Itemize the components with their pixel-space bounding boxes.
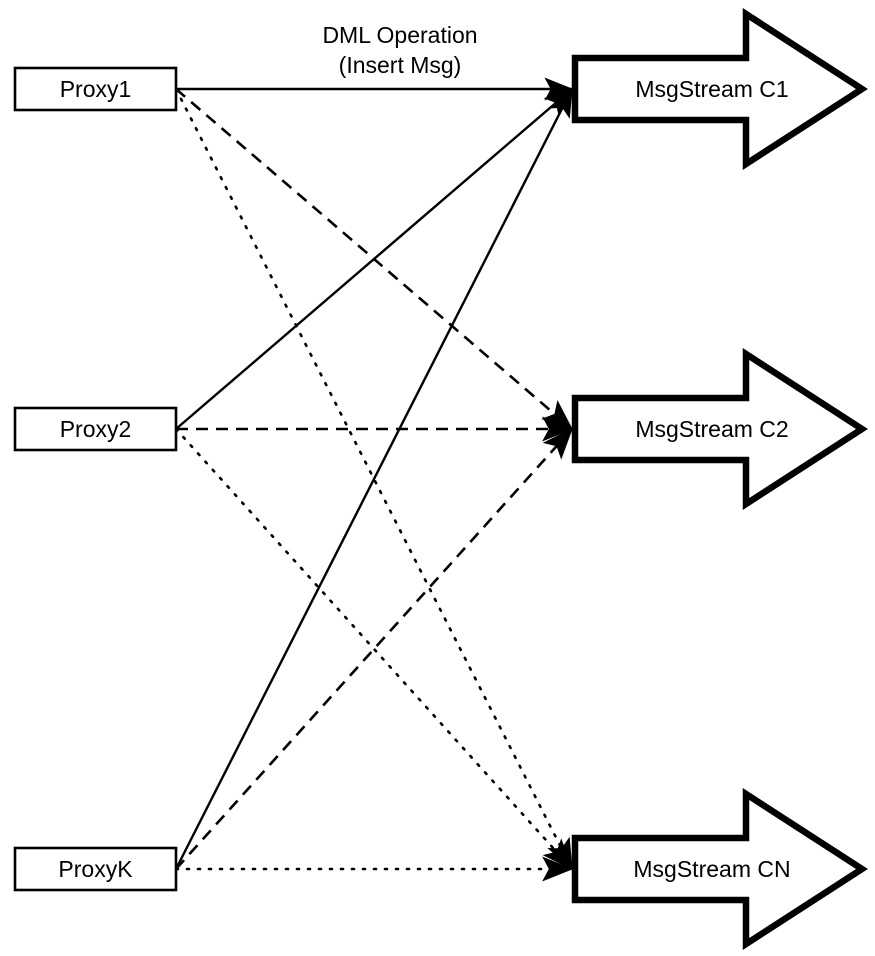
stream-c1-arrow-shape[interactable] <box>571 8 868 170</box>
proxy2-box[interactable] <box>13 406 178 452</box>
stream-c2-arrow-shape[interactable] <box>571 348 868 510</box>
dml-caption-line1: DML Operation <box>322 22 477 48</box>
proxy1-label: Proxy1 <box>60 76 132 102</box>
proxy-node-proxy2[interactable]: Proxy2 <box>13 406 178 452</box>
stream-c1-label: MsgStream C1 <box>635 76 788 102</box>
connection-proxyk-to-c1 <box>174 87 574 870</box>
proxyk-label: ProxyK <box>58 856 133 882</box>
connection-proxy2-to-cn <box>174 427 574 871</box>
dml-caption-line2: (Insert Msg) <box>339 52 462 78</box>
connection-proxy1-to-cn <box>174 87 574 871</box>
stream-c2-label: MsgStream C2 <box>635 416 788 442</box>
connection-layer <box>174 77 574 882</box>
proxyk-box[interactable] <box>13 846 178 892</box>
proxy1-box[interactable] <box>13 66 178 112</box>
proxy2-label: Proxy2 <box>60 416 132 442</box>
stream-node-c1[interactable]: MsgStream C1 <box>571 8 868 170</box>
stream-node-c2[interactable]: MsgStream C2 <box>571 348 868 510</box>
stream-cn-arrow-shape[interactable] <box>571 788 868 950</box>
connection-proxy2-to-c1 <box>175 88 573 430</box>
stream-node-cn[interactable]: MsgStream CN <box>571 788 868 950</box>
proxy-node-proxyk[interactable]: ProxyK <box>13 846 178 892</box>
stream-cn-label: MsgStream CN <box>633 856 790 882</box>
proxy-node-proxy1[interactable]: Proxy1 <box>13 66 178 112</box>
dml-operation-caption: DML Operation (Insert Msg) <box>322 22 477 78</box>
